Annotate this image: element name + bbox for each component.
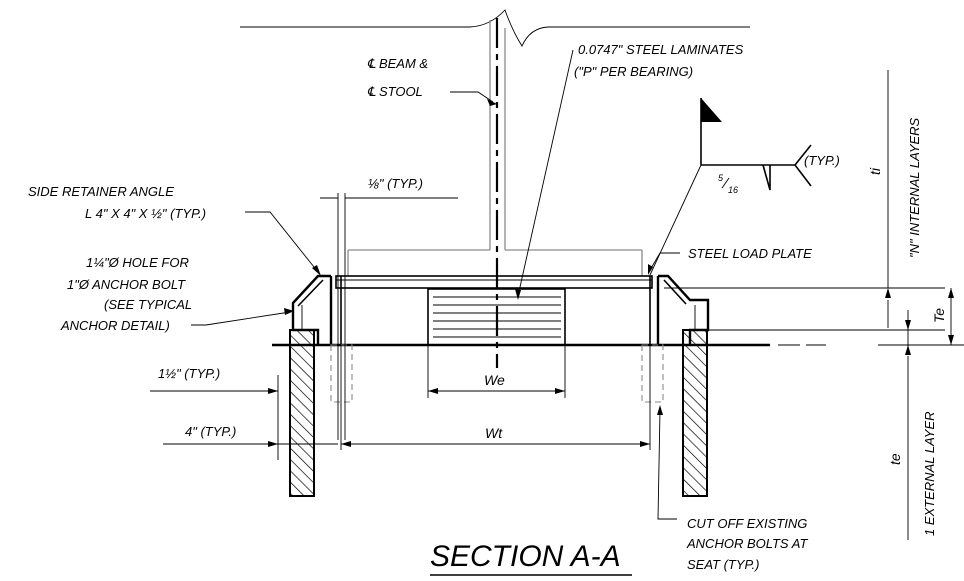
existing-anchor-bolts — [330, 344, 664, 403]
we-dimension — [427, 345, 566, 398]
hole-label-4: ANCHOR DETAIL) — [60, 318, 170, 333]
weld-typ-label: (TYP.) — [804, 153, 840, 168]
leaders — [191, 49, 680, 520]
cl-beam-label-2: ℄ STOOL — [367, 84, 423, 99]
left-anchor-bolt — [289, 305, 315, 497]
wt-dimension — [340, 345, 651, 450]
retainer-label-2: L 4" X 4" X ½" (TYP.) — [85, 206, 206, 221]
weld-symbol — [649, 98, 812, 276]
steel-load-plate — [335, 275, 653, 289]
gap-typ-label: ⅛" (TYP.) — [368, 176, 423, 191]
external-layer-label: 1 EXTERNAL LAYER — [922, 411, 937, 536]
section-title: SECTION A-A — [430, 540, 621, 573]
weld-size-denominator: 16 — [728, 185, 738, 195]
left-dimensions — [150, 375, 338, 460]
right-anchor-bolt — [682, 305, 708, 497]
retainer-label-1: SIDE RETAINER ANGLE — [28, 184, 174, 199]
cl-beam-label-1: ℄ BEAM & — [367, 56, 428, 71]
te-upper-label: Te — [931, 308, 947, 323]
cut-off-label-1: CUT OFF EXISTING — [687, 516, 807, 531]
left-retainer-angle — [291, 274, 342, 345]
hole-label-2: 1"Ø ANCHOR BOLT — [67, 277, 186, 292]
ti-label: ti — [867, 167, 883, 175]
hole-label-1: 1¼"Ø HOLE FOR — [86, 255, 189, 270]
steel-load-plate-label: STEEL LOAD PLATE — [688, 246, 812, 261]
beam-outline — [240, 9, 750, 276]
dim-4in-label: 4" (TYP.) — [185, 424, 236, 439]
we-label: We — [484, 372, 505, 388]
cut-off-label-3: SEAT (TYP.) — [687, 557, 759, 572]
cut-off-label-2: ANCHOR BOLTS AT — [686, 536, 808, 551]
dim-1half-label: 1½" (TYP.) — [158, 366, 220, 381]
weld-size-numerator: 5 — [718, 173, 724, 183]
weld-size-slash — [721, 177, 730, 189]
hole-label-3: (SEE TYPICAL — [104, 297, 192, 312]
te-lower-label: te — [887, 453, 903, 465]
wt-label: Wt — [485, 425, 503, 441]
laminates-label-1: 0.0747" STEEL LAMINATES — [578, 42, 744, 57]
laminates-label-2: ("P" PER BEARING) — [574, 64, 693, 79]
right-dimensions — [664, 70, 964, 540]
gap-dimension — [320, 193, 458, 440]
internal-layers-label: "N" INTERNAL LAYERS — [907, 117, 922, 258]
